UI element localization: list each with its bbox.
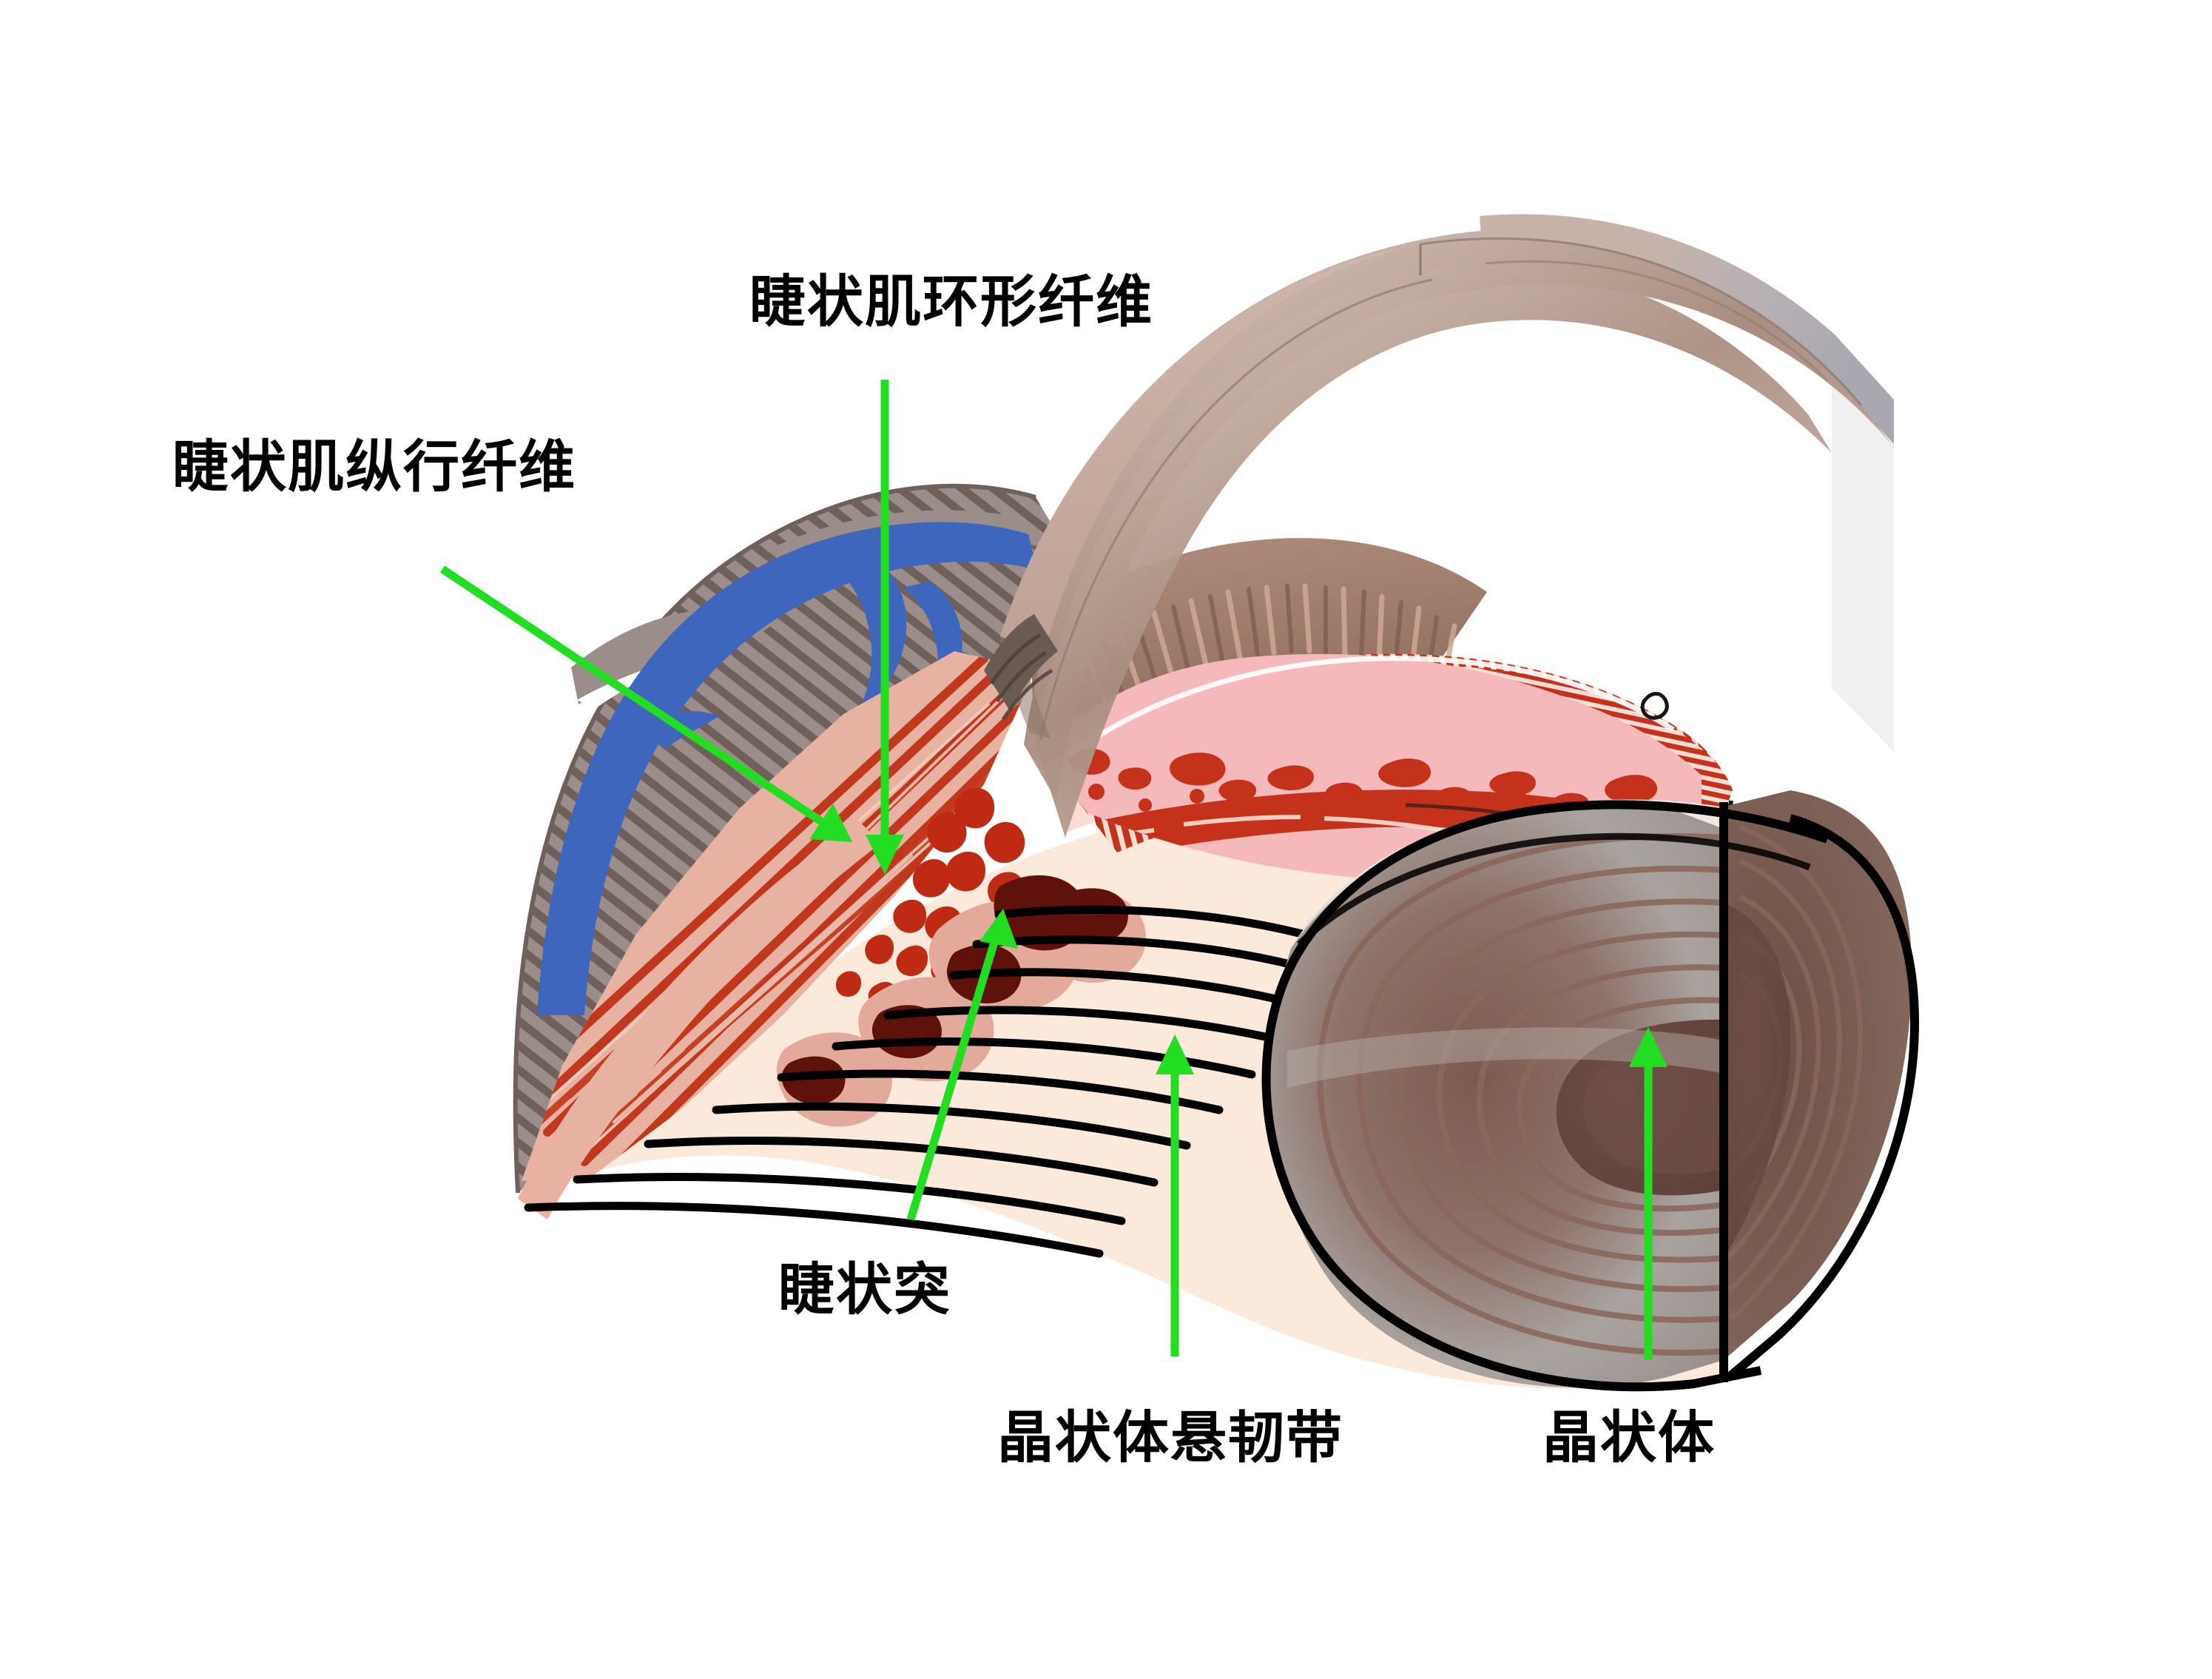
- lens-lamellae: [1317, 833, 1724, 1356]
- leader-zonule: [1156, 1034, 1194, 1356]
- zonule-fibers: [524, 905, 1306, 1258]
- label-zonule: 晶状体悬韧带: [997, 1404, 1343, 1470]
- leader-longitudinal: [439, 565, 852, 842]
- leader-process: [906, 909, 1018, 1221]
- label-lens: 晶状体: [1542, 1404, 1716, 1470]
- leader-lens: [1629, 1027, 1668, 1360]
- ciliary-muscle-margin: [518, 820, 880, 1219]
- label-circular-fibers: 睫状肌环形纤维: [749, 269, 1153, 334]
- leader-lines: [439, 380, 1668, 1360]
- label-longitudinal-fibers: 睫状肌纵行纤维: [172, 434, 576, 499]
- cornea: [1000, 214, 1894, 838]
- label-ciliary-process: 睫状突: [778, 1256, 951, 1322]
- ciliary-process-lobes: [776, 875, 1147, 1127]
- leader-circular: [866, 380, 904, 875]
- ciliary-processes: [776, 788, 1147, 1127]
- iridocorneal-angle: [984, 614, 1058, 721]
